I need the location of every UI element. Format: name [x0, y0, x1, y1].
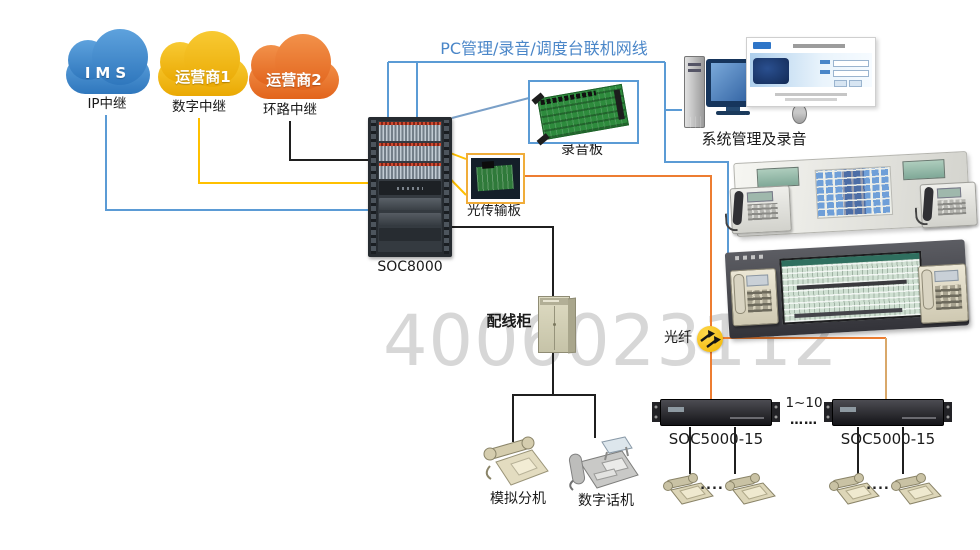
- extension-phone-icon: [891, 473, 942, 505]
- loop-trunk-label: 环路中继: [263, 102, 317, 118]
- optical-board-pcb: [471, 158, 520, 199]
- soc8000-label: SOC8000: [377, 259, 443, 275]
- analog-phone-label: 模拟分机: [490, 491, 546, 507]
- access-gateway-1: [652, 399, 780, 426]
- recording-board-pcb: [531, 83, 629, 146]
- optical-board: [466, 153, 525, 204]
- diagram-title: PC管理/录音/调度台联机网线: [440, 39, 648, 58]
- gateway1-label: SOC5000-15: [668, 430, 764, 448]
- login-banner: [750, 53, 872, 87]
- carrier2-cloud-icon: 运营商2: [249, 34, 339, 99]
- console-screen: [756, 166, 800, 188]
- banner-photo: [753, 58, 789, 84]
- rack-rail: [444, 120, 449, 254]
- mouse-icon: [792, 104, 807, 124]
- wiring-cabinet-label: 配线柜: [486, 312, 532, 330]
- console-phone: [917, 263, 969, 324]
- recording-board: [528, 80, 639, 146]
- fiber-flash-icon: [697, 326, 723, 352]
- dispatch-console-keypad: [724, 150, 978, 238]
- software-screenshot: [746, 37, 876, 107]
- recording-board-label: 录音板: [561, 142, 603, 158]
- carrier1-cloud-icon: 运营商1: [158, 31, 248, 96]
- digital-phone-icon: [568, 436, 639, 491]
- pc-tower-icon: [684, 56, 705, 128]
- ims-cloud-icon: IMS: [66, 29, 150, 94]
- rack-rail: [371, 120, 376, 254]
- extension-dots: ....: [700, 478, 724, 493]
- ims-cloud-label: IMS: [84, 64, 132, 82]
- console-handset-phone: [914, 181, 978, 229]
- pc-monitor-stand: [726, 107, 740, 112]
- rack-shelves: [378, 121, 442, 252]
- console-keypad: [814, 165, 894, 219]
- gateway-ellipsis: ……: [790, 413, 818, 428]
- optical-board-label: 光传输板: [467, 203, 521, 219]
- console-touchscreen: [779, 250, 925, 325]
- pc-monitor-base: [716, 111, 750, 115]
- gateway-range-label: 1~10: [785, 395, 823, 411]
- dispatch-console-touchscreen: [724, 239, 970, 339]
- wiring-cabinet-icon: [538, 296, 576, 354]
- access-gateway-2: [824, 399, 952, 426]
- fiber-label: 光纤: [664, 330, 692, 346]
- carrier2-cloud-label: 运营商2: [266, 71, 322, 89]
- soc8000-rack: [368, 117, 452, 257]
- extension-phone-icon: [663, 473, 714, 505]
- digital-trunk-label: 数字中继: [172, 99, 226, 115]
- digital-phone-label: 数字话机: [578, 493, 634, 509]
- software-logo: [753, 42, 771, 49]
- management-pc-label: 系统管理及录音: [701, 130, 807, 148]
- extension-phone-icon: [829, 473, 880, 505]
- extension-phone-icon: [725, 473, 776, 505]
- console-phone: [729, 267, 779, 327]
- carrier1-cloud-label: 运营商1: [175, 68, 231, 86]
- analog-phone-icon: [483, 436, 549, 486]
- gateway2-label: SOC5000-15: [840, 430, 936, 448]
- console-screen: [902, 159, 946, 181]
- console-handset-phone: [724, 185, 792, 235]
- ip-trunk-label: IP中继: [87, 96, 127, 112]
- extension-dots: ....: [866, 478, 890, 493]
